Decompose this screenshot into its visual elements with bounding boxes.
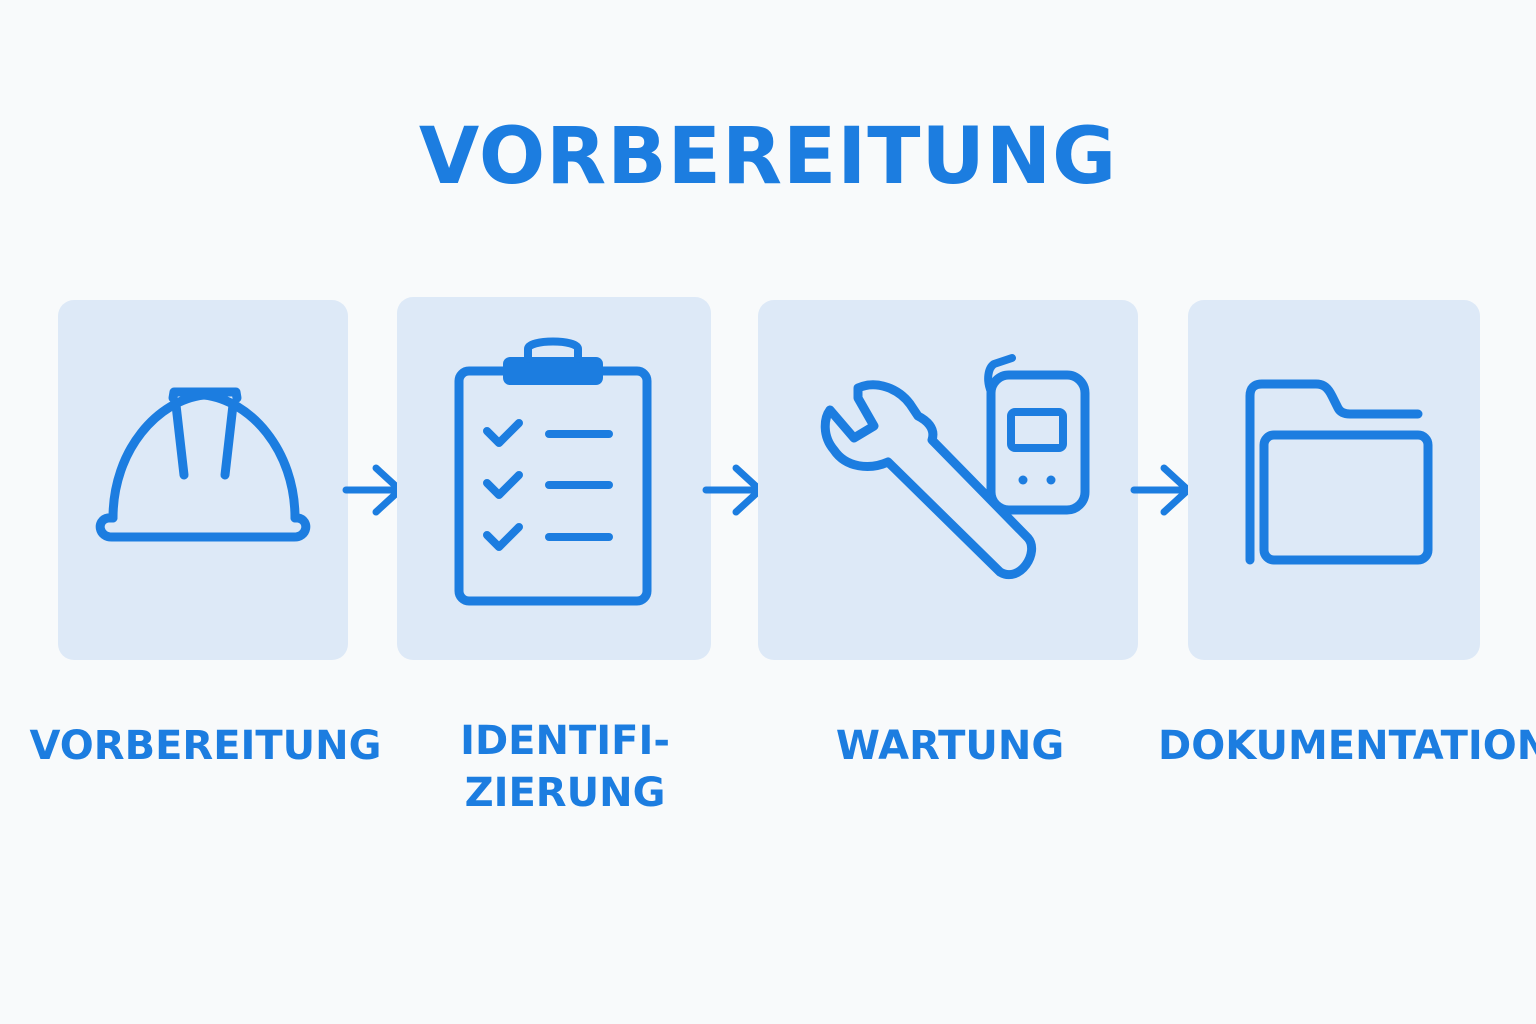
clipboard-checklist-icon bbox=[454, 337, 652, 606]
step-label-line-2: ZIERUNG bbox=[464, 770, 666, 816]
step-label-dokumentation: DOKUMENTATION bbox=[1158, 723, 1536, 769]
step-card-wartung bbox=[758, 300, 1138, 660]
step-label-line-1: IDENTIFI- bbox=[460, 718, 670, 764]
step-label-identifizierung: IDENTIFI- ZIERUNG bbox=[420, 715, 710, 819]
step-label-wartung: WARTUNG bbox=[835, 723, 1065, 769]
step-label-vorbereitung: VORBEREITUNG bbox=[29, 723, 382, 769]
step-card-dokumentation bbox=[1188, 300, 1480, 660]
step-card-vorbereitung bbox=[58, 300, 348, 660]
folder-icon bbox=[1245, 379, 1433, 565]
hard-hat-icon bbox=[95, 387, 311, 542]
step-card-identifizierung bbox=[397, 297, 711, 660]
diagram-title: VORBEREITUNG bbox=[418, 112, 1118, 202]
wrench-and-device-icon bbox=[820, 354, 1090, 579]
